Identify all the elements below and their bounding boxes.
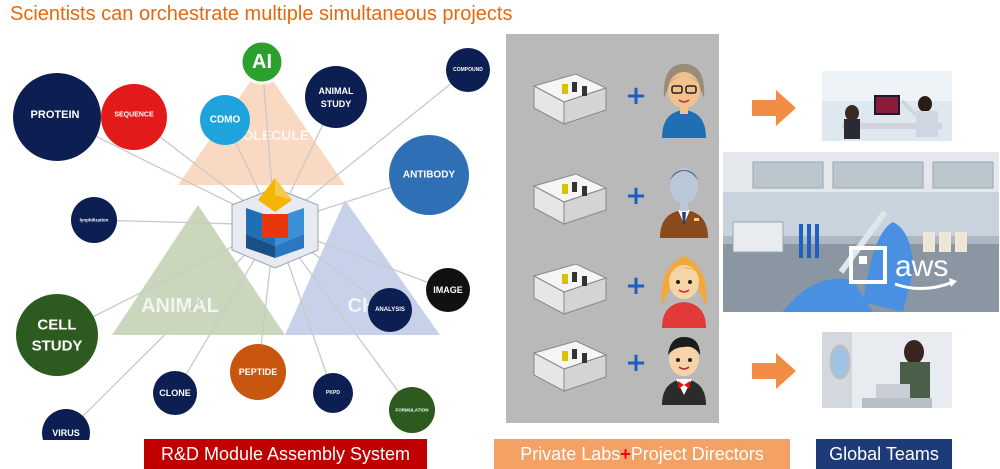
molecule-triangle [178, 65, 345, 185]
node-cdmo: CDMO [200, 95, 250, 145]
virtual-lab-photo: aws [723, 152, 999, 312]
lab-module-icon [532, 73, 608, 125]
svg-text:ANTIBODY: ANTIBODY [403, 170, 456, 181]
node-animal-study: ANIMAL STUDY [305, 66, 367, 128]
caption-plus: + [620, 444, 631, 464]
project-directors-label: Project Directors [630, 444, 764, 464]
plus-icon: + [625, 271, 647, 301]
arrow-right-icon [752, 90, 796, 126]
airplane-laptop-photo [822, 332, 952, 408]
lab-module-icon [532, 340, 608, 392]
svg-text:CLONE: CLONE [159, 388, 191, 398]
page-title: Scientists can orchestrate multiple simu… [10, 3, 513, 25]
girl-avatar-icon [661, 256, 707, 328]
animal-triangle [112, 205, 285, 335]
svg-text:ANALYSIS: ANALYSIS [375, 307, 405, 313]
svg-text:AI: AI [252, 51, 272, 73]
node-image: IMAGE [426, 268, 470, 312]
node-clone: CLONE [153, 371, 197, 415]
node-lyophilization: lyophilization [71, 197, 117, 243]
svg-text:ANIMAL: ANIMAL [319, 86, 354, 96]
node-ai: AI [239, 39, 285, 85]
node-antibody: ANTIBODY [389, 135, 469, 215]
svg-text:STUDY: STUDY [32, 338, 83, 355]
animal-label: ANIMAL [141, 295, 219, 317]
node-compound: COMPOUND [446, 48, 490, 92]
svg-text:STUDY: STUDY [321, 99, 352, 109]
woman-glasses-avatar-icon [662, 64, 706, 138]
lab-row-3: + [506, 248, 719, 328]
lab-module-icon [532, 263, 608, 315]
svg-text:PKPD: PKPD [326, 390, 340, 396]
rd-module-diagram: MOLECULE ANIMAL CH AI COM [13, 39, 490, 440]
node-cell-study: CELL STUDY [16, 294, 98, 376]
lab-row-4: + [506, 325, 719, 405]
svg-text:PROTEIN: PROTEIN [31, 109, 80, 121]
man-bowtie-avatar-icon [662, 337, 706, 405]
plus-icon: + [625, 348, 647, 378]
node-pkpd: PKPD [313, 373, 353, 413]
global-teams-caption: Global Teams [816, 439, 952, 469]
svg-text:IMAGE: IMAGE [433, 285, 463, 295]
svg-text:lyophilization: lyophilization [80, 218, 109, 223]
svg-text:PEPTIDE: PEPTIDE [239, 367, 278, 377]
svg-text:CELL: CELL [37, 317, 76, 334]
lab-row-1: + [506, 58, 719, 138]
plus-icon: + [625, 81, 647, 111]
plus-icon: + [625, 181, 647, 211]
arrow-right-icon [752, 353, 796, 389]
svg-text:CDMO: CDMO [210, 115, 241, 126]
private-labs-caption: Private Labs+Project Directors [494, 439, 790, 469]
node-formulation: FORMULATION [389, 387, 435, 433]
node-analysis: ANALYSIS [368, 288, 412, 332]
node-peptide: PEPTIDE [230, 344, 286, 400]
lab-module-icon [532, 173, 608, 225]
molecule-label: MOLECULE [231, 127, 310, 143]
node-protein: PROTEIN [13, 73, 101, 161]
private-labs-label: Private Labs [520, 444, 621, 464]
svg-text:COMPOUND: COMPOUND [453, 67, 483, 73]
meeting-photo [822, 71, 952, 141]
aws-logo: aws [895, 250, 948, 283]
node-virus: VIRUS [42, 409, 90, 440]
rd-module-caption: R&D Module Assembly System [144, 439, 427, 469]
module-cube-icon [231, 178, 319, 269]
man-suit-avatar-icon [660, 168, 708, 238]
svg-text:FORMULATION: FORMULATION [396, 408, 429, 413]
svg-text:SEQUENCE: SEQUENCE [114, 112, 154, 119]
lab-row-2: + [506, 158, 719, 238]
node-sequence: SEQUENCE [101, 84, 167, 150]
svg-text:VIRUS: VIRUS [52, 428, 80, 438]
